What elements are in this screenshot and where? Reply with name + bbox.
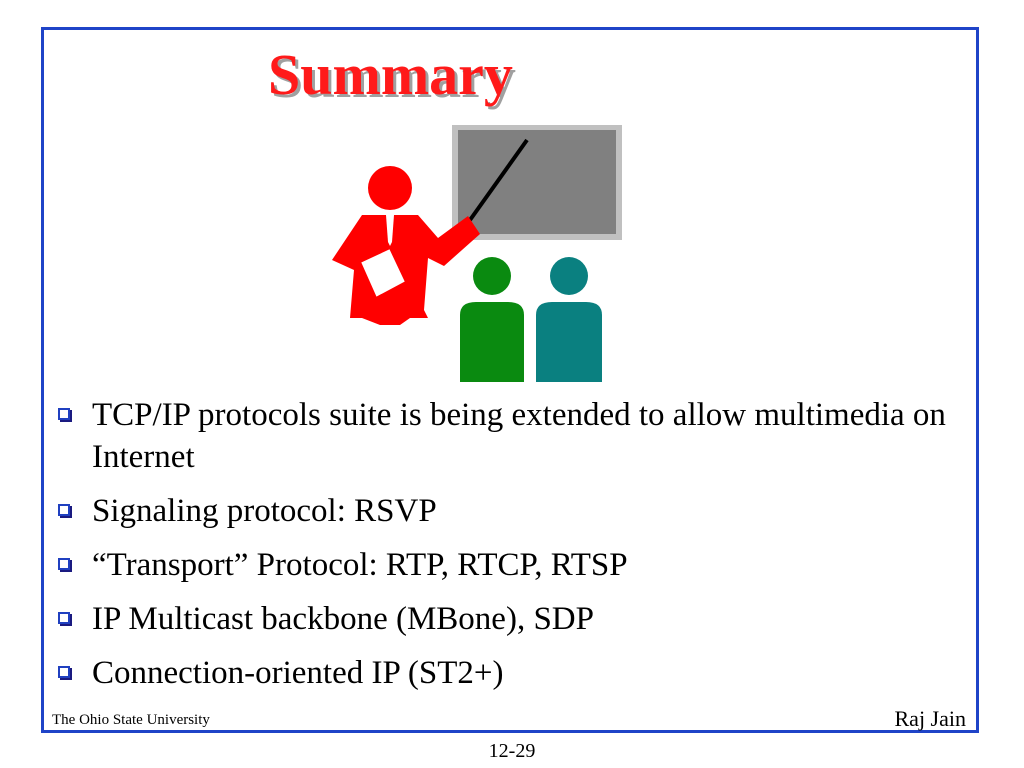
bullet-text: IP Multicast backbone (MBone), SDP	[92, 601, 594, 637]
page-number: 12-29	[488, 740, 536, 762]
audience-left-body	[460, 302, 524, 382]
audience-right-head	[550, 257, 588, 295]
presenter-tie	[386, 215, 394, 246]
audience-left-head	[473, 257, 511, 295]
bullet-item: TCP/IP protocols suite is being extended…	[52, 394, 952, 478]
bullet-text: Connection-oriented IP (ST2+)	[92, 655, 504, 691]
bullet-item: “Transport” Protocol: RTP, RTCP, RTSP	[52, 544, 952, 586]
bullet-item: Connection-oriented IP (ST2+)	[52, 652, 952, 694]
presenter-clipart-icon	[332, 125, 622, 382]
bullet-text: TCP/IP protocols suite is being extended…	[92, 397, 946, 475]
slide-frame	[41, 27, 979, 733]
square-bullet-icon	[58, 408, 70, 420]
footer-author: Raj Jain	[894, 706, 967, 731]
presenter-paper	[358, 246, 408, 300]
pointer-stick	[468, 138, 529, 222]
summary-bullet-list: TCP/IP protocols suite is being extended…	[52, 394, 952, 706]
bullet-item: IP Multicast backbone (MBone), SDP	[52, 598, 952, 640]
square-bullet-icon	[58, 504, 70, 516]
presenter-head	[368, 166, 412, 210]
audience-right-body	[536, 302, 602, 382]
square-bullet-icon	[58, 558, 70, 570]
presenter-body	[332, 215, 480, 325]
bullet-item: Signaling protocol: RSVP	[52, 490, 952, 532]
square-bullet-icon	[58, 666, 70, 678]
slide-title: Summary	[268, 42, 513, 107]
square-bullet-icon	[58, 612, 70, 624]
bullet-text: “Transport” Protocol: RTP, RTCP, RTSP	[92, 547, 628, 583]
footer-institution: The Ohio State University	[52, 712, 210, 728]
board-screen	[458, 130, 616, 234]
bullet-text: Signaling protocol: RSVP	[92, 493, 437, 529]
